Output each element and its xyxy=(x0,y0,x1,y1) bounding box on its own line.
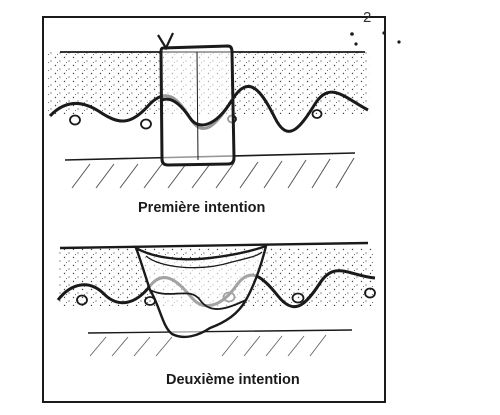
skin-surface-bottom xyxy=(59,241,369,250)
dermis-lower-line-bottom xyxy=(87,329,353,334)
vessel-icon xyxy=(69,114,81,126)
vessel-icon xyxy=(311,109,323,119)
first-intention-caption: Première intention xyxy=(138,200,266,216)
incision-tick-mark xyxy=(157,32,174,51)
page-number: 2 xyxy=(363,9,372,26)
vessel-icon xyxy=(76,294,88,306)
vessel-icon xyxy=(364,287,376,299)
junction-through-incision xyxy=(161,97,234,127)
vessel-icon xyxy=(291,292,305,304)
first-intention-panel xyxy=(48,32,370,189)
vessel-icon xyxy=(140,118,152,130)
second-intention-caption: Deuxième intention xyxy=(166,372,300,388)
second-intention-panel xyxy=(56,241,376,357)
open-wound-wide xyxy=(133,244,268,339)
scribble-marks xyxy=(350,31,401,46)
hypodermis-hatch-bottom xyxy=(89,334,327,357)
hypodermis-hatch-top xyxy=(71,157,355,189)
incision-midline xyxy=(196,51,199,161)
granulation-outline xyxy=(145,251,263,269)
diagram-frame xyxy=(42,16,386,403)
junction-through-wound xyxy=(149,289,247,310)
